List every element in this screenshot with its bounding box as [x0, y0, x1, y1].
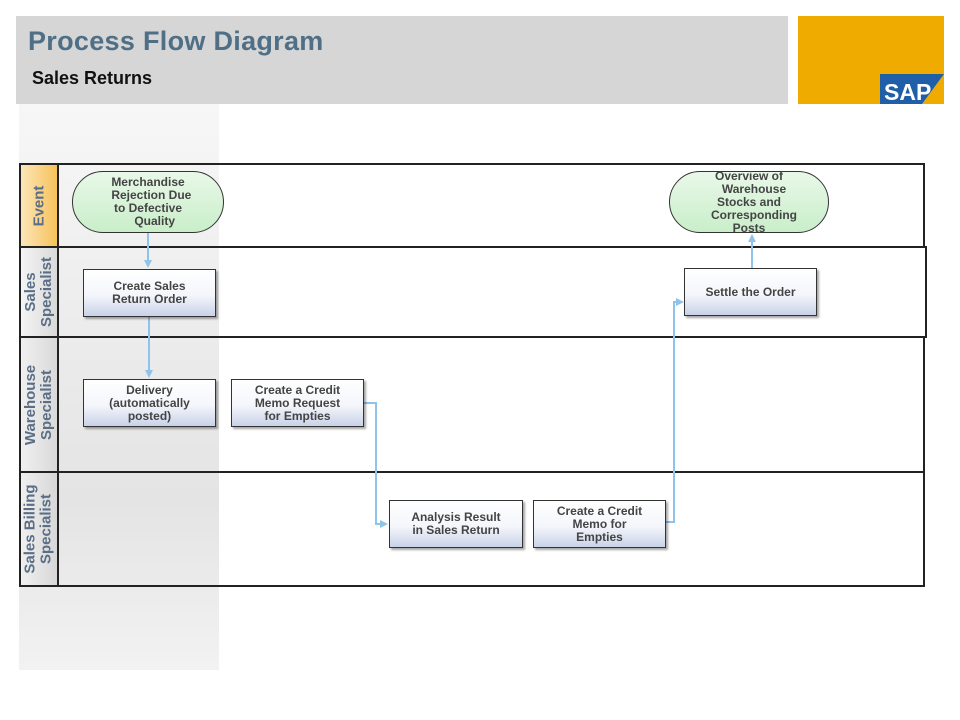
step-create-credit-memo-request: Create a Credit Memo Request for Empties — [231, 379, 364, 427]
sap-logo-text: SAP — [884, 79, 931, 104]
arrow-memo-request-to-analysis — [364, 402, 388, 528]
page-title: Process Flow Diagram — [28, 26, 324, 56]
lane-label-warehouse-specialist: Warehouse Specialist — [21, 338, 59, 471]
step-analysis-result: Analysis Result in Sales Return — [389, 500, 523, 548]
event-overview-stocks: Overview of Warehouse Stocks and Corresp… — [669, 169, 829, 234]
page-subtitle: Sales Returns — [32, 68, 153, 88]
lane-sales-billing-specialist: Sales Billing Specialist — [19, 471, 925, 587]
lane-label-sales-billing-specialist: Sales Billing Specialist — [21, 473, 59, 585]
event-merchandise-rejection: Merchandise Rejection Due to Defective Q… — [72, 171, 224, 233]
sap-logo-block: SAP — [798, 16, 944, 105]
sap-logo: SAP — [880, 74, 944, 105]
step-create-sales-return-order: Create Sales Return Order — [83, 269, 216, 317]
step-settle-the-order: Settle the Order — [684, 268, 817, 316]
header-bar: Process Flow Diagram Sales Returns — [16, 16, 788, 104]
lane-label-event: Event — [21, 165, 59, 246]
step-delivery: Delivery (automatically posted) — [83, 379, 216, 427]
step-create-credit-memo-empties: Create a Credit Memo for Empties — [533, 500, 666, 548]
lane-label-sales-specialist: Sales Specialist — [21, 248, 59, 336]
arrow-credit-memo-to-settle — [666, 298, 684, 523]
